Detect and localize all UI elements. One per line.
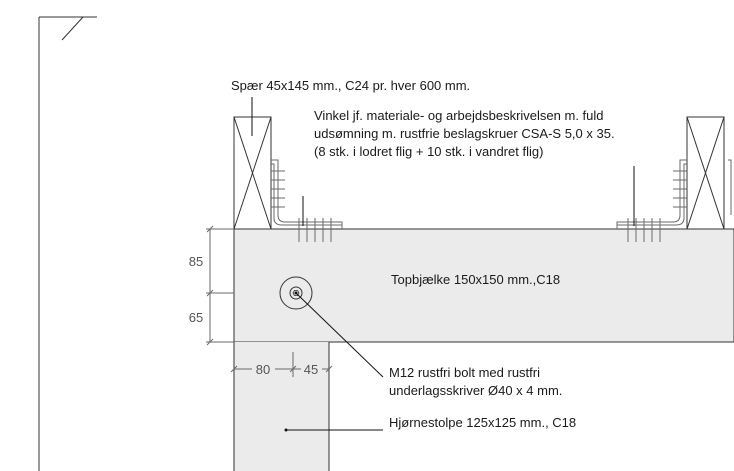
dim-65: 65: [189, 310, 203, 325]
label-rafter: Spær 45x145 mm., C24 pr. hver 600 mm.: [231, 78, 470, 93]
corner-post: [233, 342, 330, 471]
dim-80: 80: [256, 362, 270, 377]
label-bracket-line-2: udsømning m. rustfrie beslagskruer CSA-S…: [314, 126, 615, 141]
dim-45: 45: [304, 362, 318, 377]
label-bracket-line-1: Vinkel jf. materiale- og arbejdsbeskrive…: [314, 108, 604, 123]
label-bolt-line-1: M12 rustfri bolt med rustfri: [389, 365, 540, 380]
dimension-horizontal: 80 45: [230, 352, 333, 377]
drawing-frame: [38, 16, 97, 471]
bolt-symbol: [279, 276, 313, 310]
label-bracket-line-3: (8 stk. i lodret flig + 10 stk. i vandre…: [314, 144, 543, 159]
angle-bracket-right: [616, 159, 732, 242]
angle-bracket-left: [271, 159, 343, 242]
label-bolt-line-2: underlagsskriver Ø40 x 4 mm.: [389, 383, 562, 398]
dim-85: 85: [189, 254, 203, 269]
leader-lines: [251, 97, 635, 432]
label-top-beam: Topbjælke 150x150 mm.,C18: [391, 272, 560, 287]
label-corner-post: Hjørnestolpe 125x125 mm., C18: [389, 415, 576, 430]
dimension-vertical: 85 65: [189, 225, 234, 346]
rafter-right: [686, 116, 725, 230]
top-beam: [233, 228, 734, 343]
